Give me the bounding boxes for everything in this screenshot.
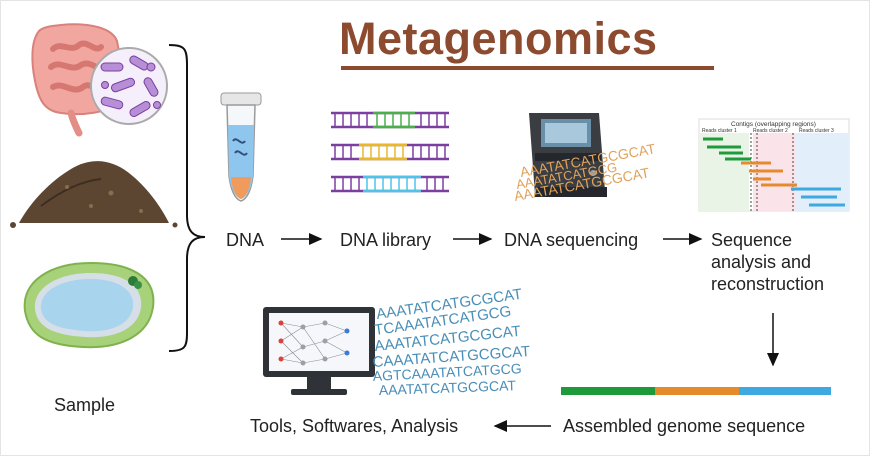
step-tools: Tools, Softwares, Analysis xyxy=(250,416,459,436)
step-dna: DNA xyxy=(226,230,265,250)
soil-icon xyxy=(10,161,178,228)
step-sequence-analysis: Sequence analysis and reconstruction xyxy=(711,229,824,295)
dna-library-icon xyxy=(331,111,449,193)
page-title: Metagenomics xyxy=(339,13,658,64)
analysis-line: reconstruction xyxy=(711,274,825,294)
tools-sequence-text: AAATATCATGCGCAT TCAAATATCATGCG AAATATCAT… xyxy=(372,286,531,398)
computer-icon xyxy=(263,307,375,395)
contig-panel: Contigs (overlapping regions) Reads clus… xyxy=(698,118,850,212)
step-dna-library: DNA library xyxy=(340,230,432,250)
step-dna-sequencing: DNA sequencing xyxy=(504,230,639,250)
sequencer-icon xyxy=(529,113,607,197)
neural-network-icon xyxy=(280,322,348,364)
seq-line: AGTCAAATATCATGCG xyxy=(372,360,522,384)
sample-brace xyxy=(168,44,206,352)
analysis-line: Sequence xyxy=(711,230,793,250)
step-assembled-genome: Assembled genome sequence xyxy=(563,416,806,436)
contig-cluster-2: Reads cluster 2 xyxy=(753,128,788,134)
assembled-genome-bar xyxy=(561,387,831,395)
contig-title: Contigs (overlapping regions) xyxy=(731,121,816,128)
analysis-line: analysis and xyxy=(711,252,812,272)
contig-cluster-3: Reads cluster 3 xyxy=(799,128,834,134)
title-underline xyxy=(341,66,714,70)
contig-cluster-1: Reads cluster 1 xyxy=(702,128,737,134)
pond-icon xyxy=(23,261,155,349)
test-tube-icon xyxy=(220,92,262,202)
seq-line: AAATATCATGCGCAT xyxy=(379,377,517,398)
microbes-icon xyxy=(90,47,168,125)
sample-label: Sample xyxy=(54,395,116,415)
